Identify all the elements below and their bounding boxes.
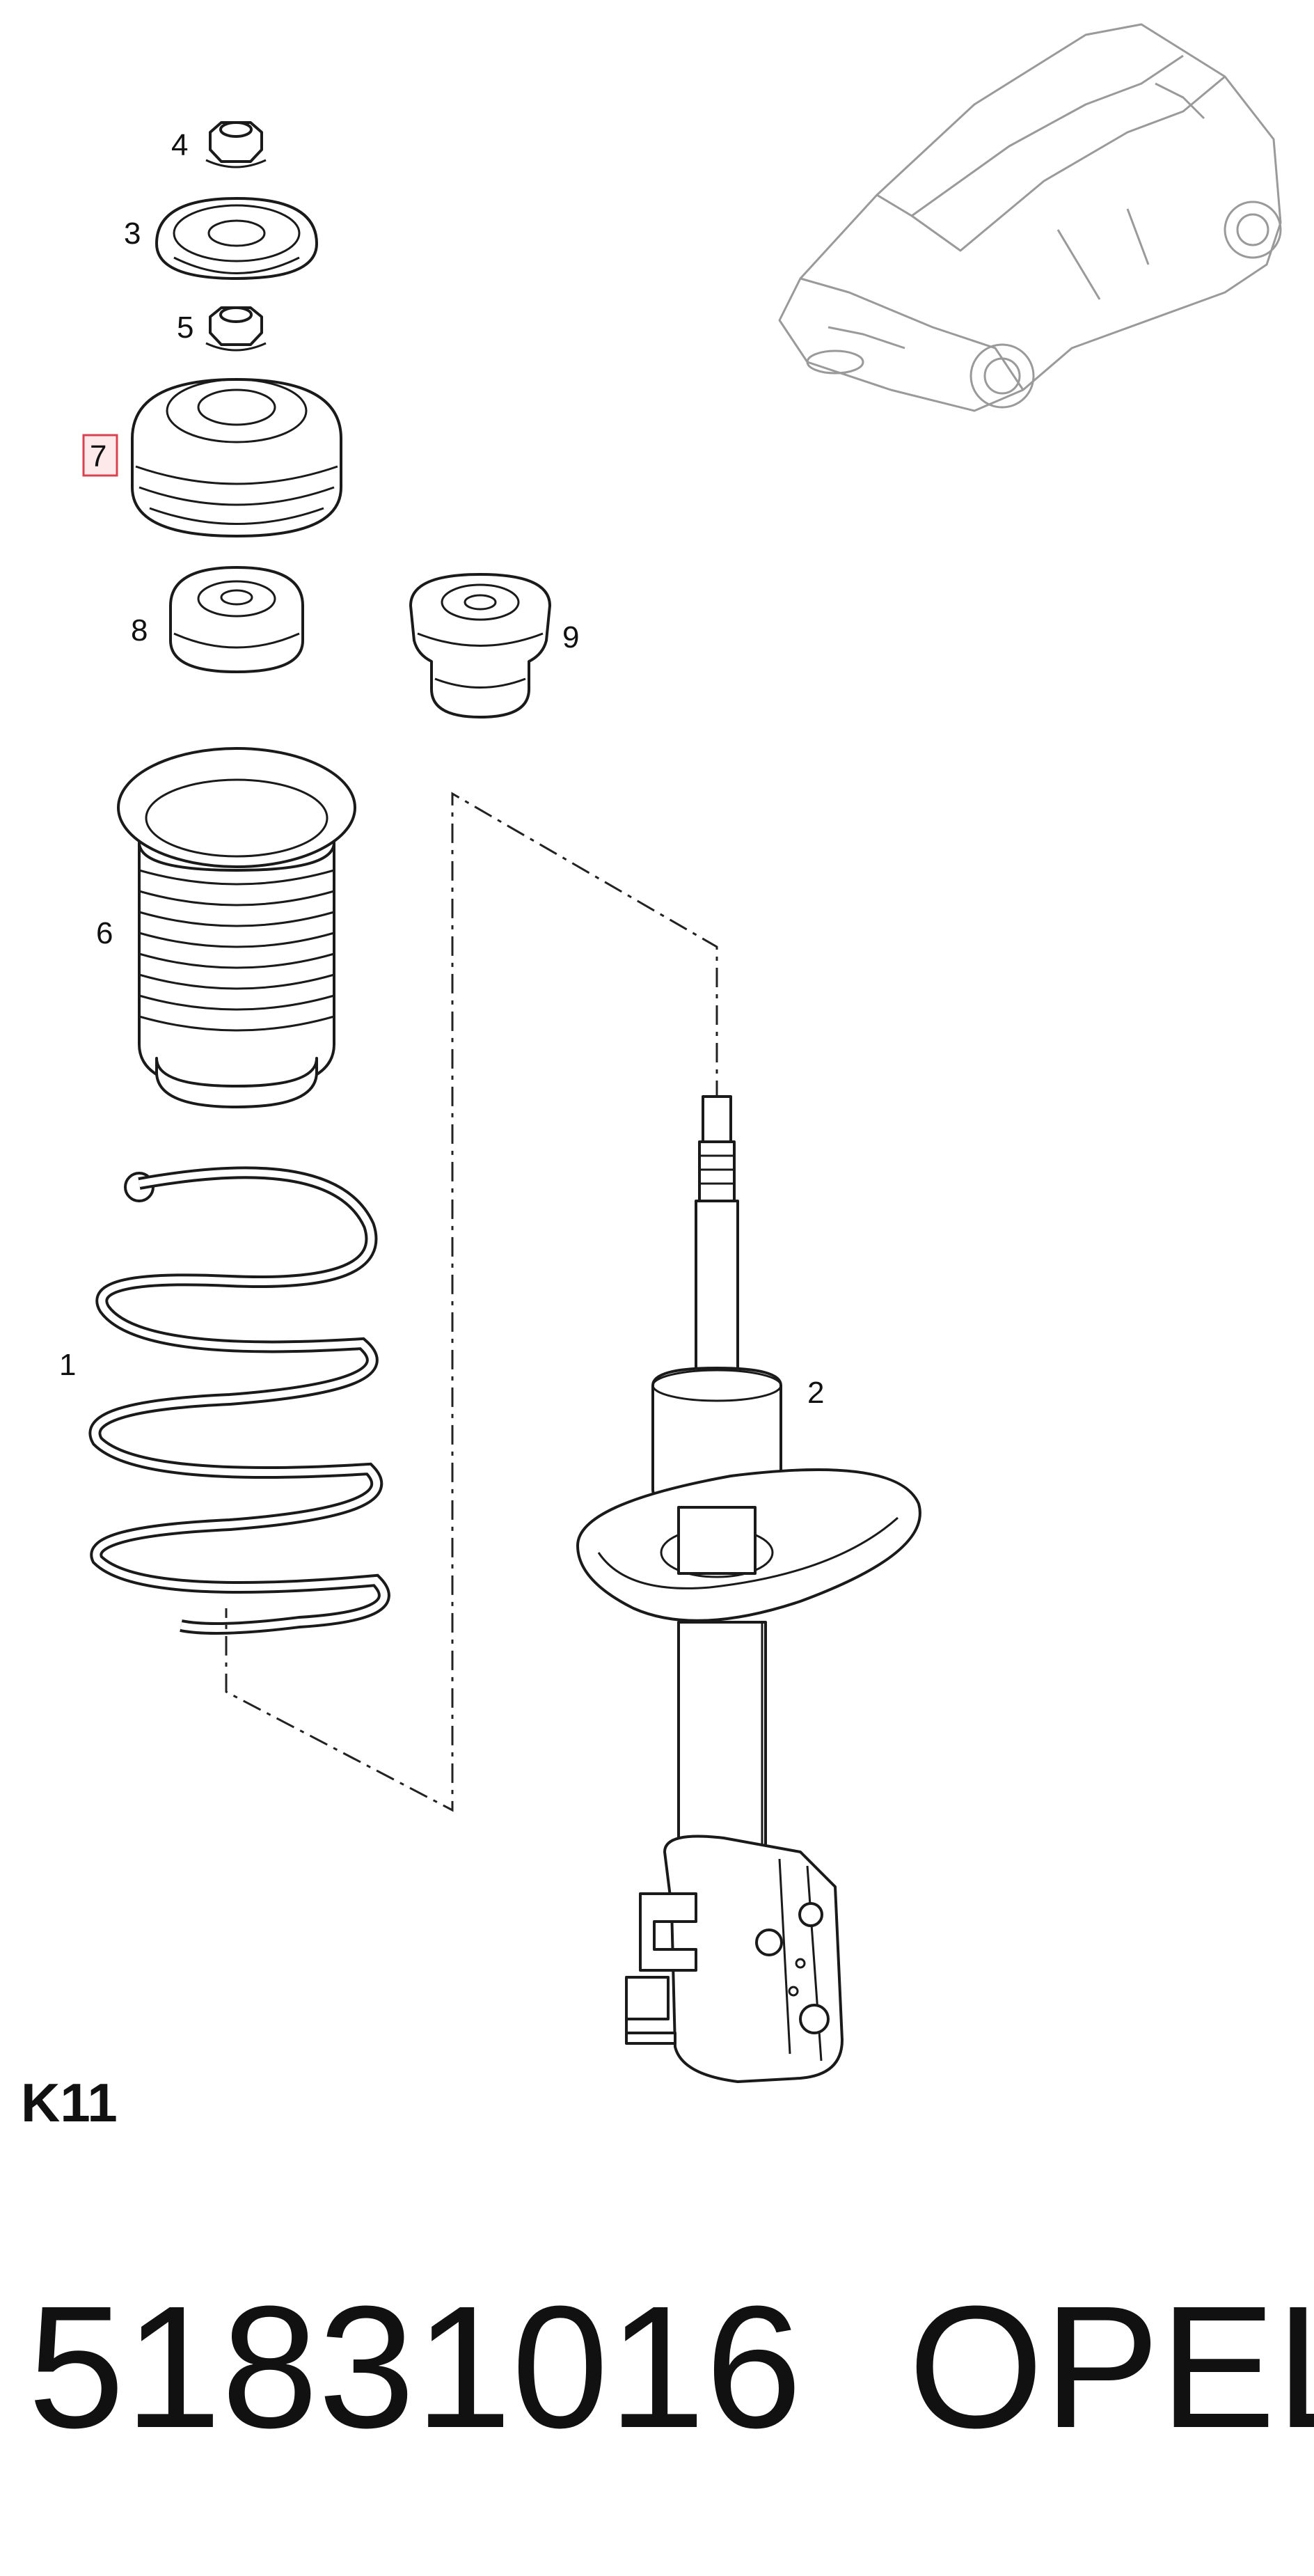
callout-1[interactable]: 1	[59, 1348, 76, 1382]
part-9-bump-stop	[409, 573, 551, 718]
callout-3[interactable]: 3	[124, 217, 141, 251]
section-code: K11	[21, 2072, 118, 2133]
callout-5[interactable]: 5	[177, 311, 193, 345]
part-5-nut	[205, 306, 267, 352]
footer-part-info: 51831016 OPEL	[28, 2270, 1314, 2464]
callout-7[interactable]: 7	[90, 439, 106, 473]
brand-name: OPEL	[908, 2270, 1314, 2464]
part-number: 51831016	[28, 2270, 802, 2464]
assembly-line-upper	[225, 792, 718, 1812]
part-7-strut-mount	[131, 378, 342, 537]
part-4-nut	[205, 121, 267, 168]
callout-7-highlight	[82, 434, 118, 477]
part-6-dust-boot	[117, 747, 356, 1108]
car-thumbnail	[778, 23, 1282, 412]
part-3-washer	[155, 197, 318, 280]
callout-8[interactable]: 8	[131, 613, 148, 647]
callout-6[interactable]: 6	[96, 916, 113, 950]
callout-4[interactable]: 4	[171, 128, 188, 162]
part-1-coil-spring	[88, 1166, 390, 1635]
part-8-bearing	[169, 566, 304, 673]
part-2-strut	[576, 1095, 921, 2083]
callout-2[interactable]: 2	[807, 1376, 824, 1410]
callout-9[interactable]: 9	[562, 620, 579, 654]
